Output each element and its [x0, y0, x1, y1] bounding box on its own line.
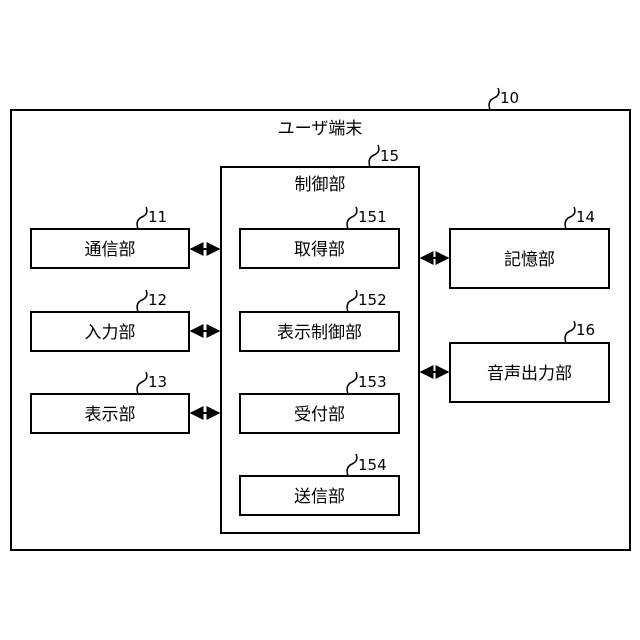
audio-output-unit-ref: 16 [576, 321, 595, 339]
controller-label: 制御部 [295, 175, 346, 195]
controller-ref: 15 [380, 147, 399, 165]
input-unit-ref: 12 [148, 291, 167, 309]
audio-output-unit-label: 音声出力部 [487, 364, 572, 384]
acquisition-unit-label: 取得部 [294, 240, 345, 260]
reception-unit-ref: 153 [358, 373, 387, 391]
display-unit-ref: 13 [148, 373, 167, 391]
user-terminal-label: ユーザ端末 [278, 119, 363, 139]
display-control-unit-ref: 152 [358, 291, 387, 309]
acquisition-unit-ref: 151 [358, 208, 387, 226]
transmission-unit-ref: 154 [358, 456, 387, 474]
storage-unit-label: 記憶部 [504, 250, 555, 270]
storage-unit-ref: 14 [576, 208, 595, 226]
transmission-unit-label: 送信部 [294, 487, 345, 507]
reception-unit-label: 受付部 [294, 405, 345, 425]
user-terminal-ref-leader [489, 88, 499, 110]
display-control-unit-label: 表示制御部 [277, 323, 362, 343]
communication-unit-ref: 11 [148, 208, 167, 226]
user-terminal-ref: 10 [500, 89, 519, 107]
display-unit-label: 表示部 [85, 405, 136, 425]
input-unit-label: 入力部 [85, 323, 136, 343]
communication-unit-label: 通信部 [85, 240, 136, 260]
